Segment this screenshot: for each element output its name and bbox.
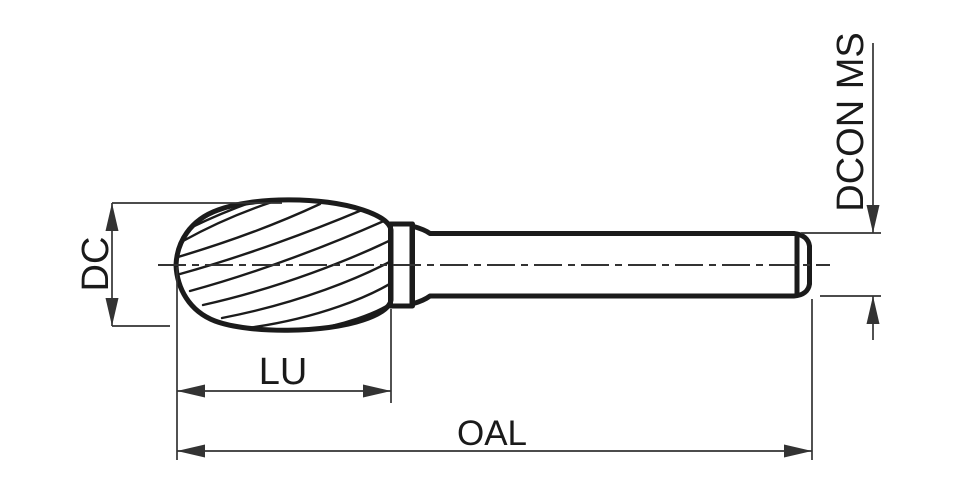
burr-shank	[409, 223, 812, 307]
dc-label: DC	[75, 237, 117, 292]
lu-arrow-left	[177, 384, 205, 398]
lu-dimension: LU	[176, 267, 392, 460]
oal-arrow-left	[177, 444, 205, 458]
dc-arrow-up	[105, 203, 119, 231]
dcon-ms-dimension: DCON MS	[801, 32, 881, 340]
oal-dimension: OAL	[177, 299, 813, 460]
burr-head	[173, 197, 394, 333]
oal-arrow-right	[784, 444, 812, 458]
burr-tool	[173, 197, 812, 333]
oal-label: OAL	[457, 414, 527, 453]
dcon-arrow-down	[866, 205, 880, 233]
lu-arrow-right	[363, 384, 391, 398]
lu-label: LU	[259, 351, 308, 393]
dcon-ms-label: DCON MS	[830, 32, 872, 211]
dc-dimension: DC	[75, 202, 282, 327]
dc-arrow-down	[105, 298, 119, 326]
dcon-arrow-up	[866, 296, 880, 324]
flute-lines	[176, 200, 391, 331]
